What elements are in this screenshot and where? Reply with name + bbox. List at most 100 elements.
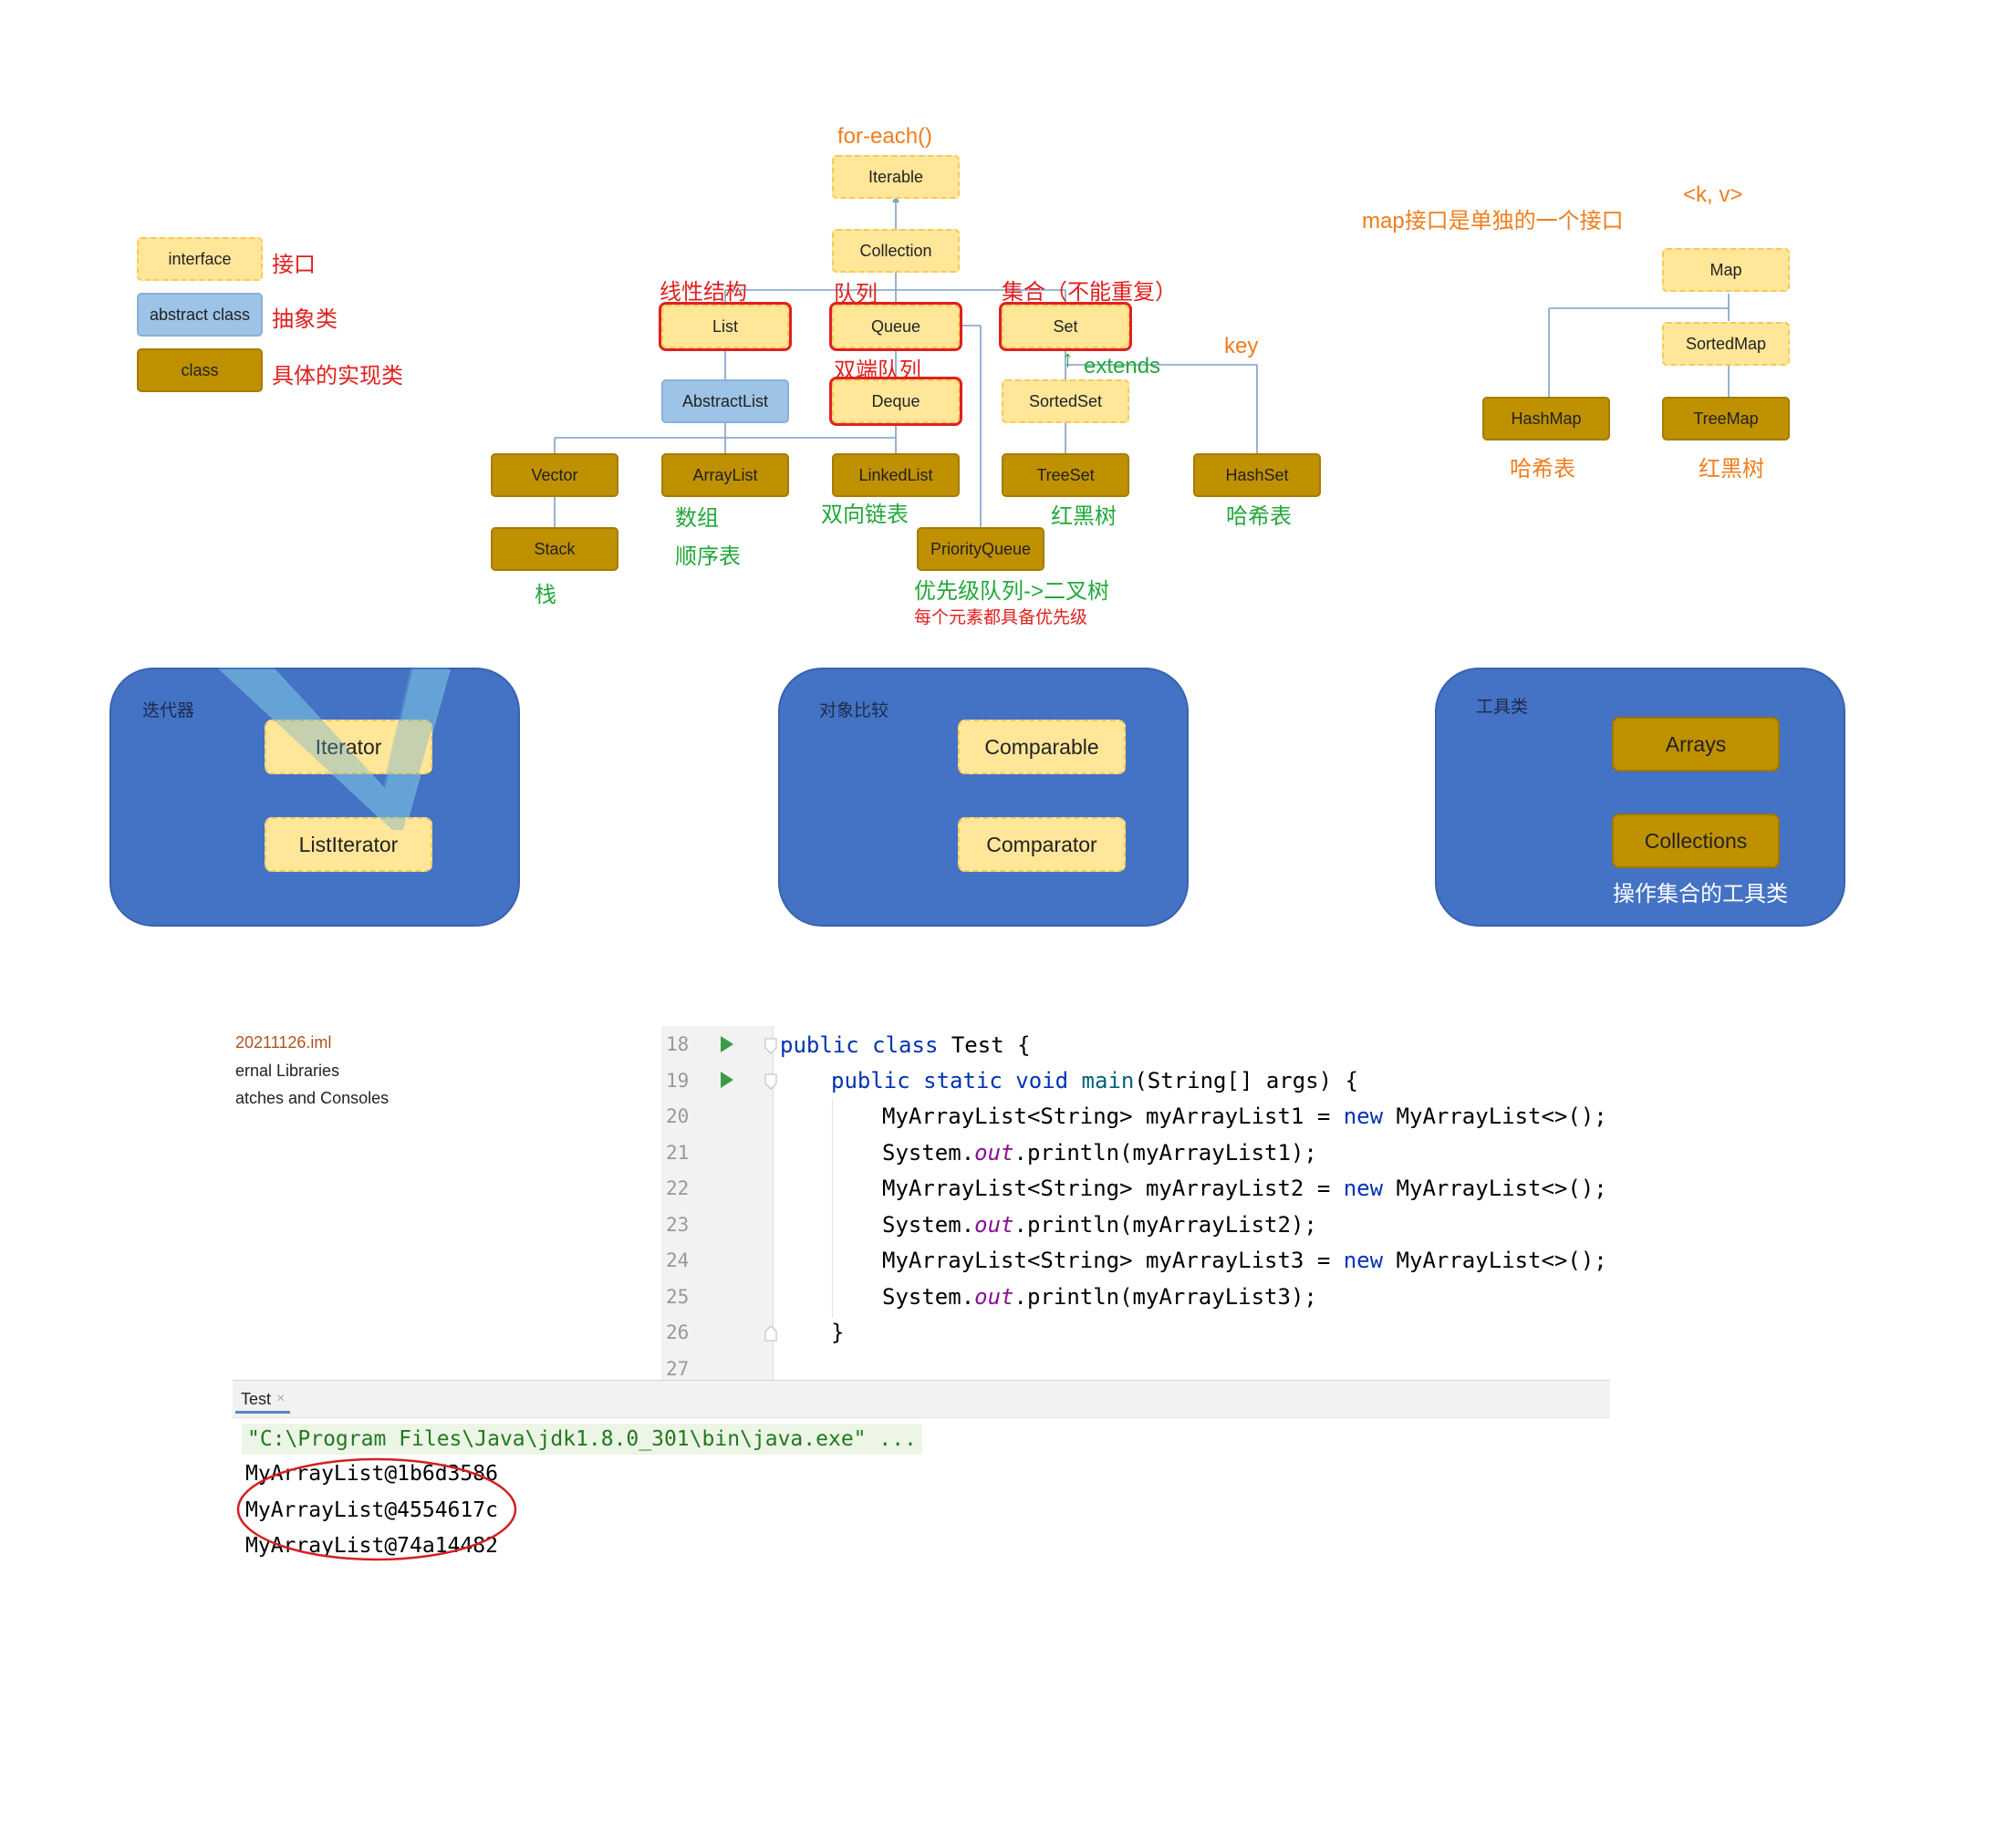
code-line-26[interactable]: } (831, 1320, 845, 1345)
static-field: out (974, 1140, 1014, 1166)
set-node: Set (999, 302, 1132, 351)
code-text: MyArrayList<>(); (1383, 1176, 1607, 1201)
for-each-annotation: for-each() (837, 124, 933, 149)
hash-set-node: HashSet (1193, 453, 1321, 497)
static-field: out (974, 1212, 1014, 1238)
run-tab-label: Test (241, 1389, 272, 1408)
line-number: 26 (666, 1321, 690, 1343)
run-main-icon[interactable] (719, 1070, 735, 1090)
priority-annotation: 优先级队列->二叉树 (914, 579, 1110, 604)
doubly-linked-annotation: 双向链表 (821, 503, 909, 527)
set-annotation: 集合（不能重复） (1002, 280, 1177, 305)
sorted-set-node: SortedSet (1002, 379, 1129, 423)
legend-class-box: class (137, 348, 263, 392)
keyword: new (1343, 1176, 1384, 1201)
tree-map-node: TreeMap (1662, 397, 1790, 440)
hash-map-node: HashMap (1482, 397, 1610, 440)
code-line-18[interactable]: public class Test { (780, 1032, 1031, 1058)
fold-icon[interactable] (764, 1038, 777, 1054)
fold-end-icon[interactable] (764, 1325, 777, 1342)
run-tab-bar (233, 1380, 1610, 1418)
code-line-20[interactable]: MyArrayList<String> myArrayList1 = new M… (882, 1104, 1607, 1129)
code-text: System. (882, 1284, 975, 1310)
queue-node: Queue (829, 302, 962, 351)
line-number: 27 (666, 1358, 690, 1380)
code-line-25[interactable]: System.out.println(myArrayList3); (882, 1284, 1317, 1310)
map-note: map接口是单独的一个接口 (1362, 209, 1624, 233)
line-number: 20 (666, 1105, 690, 1127)
line-number: 19 (666, 1070, 690, 1092)
code-text: System. (882, 1140, 975, 1166)
code-text: .println(myArrayList1); (1013, 1140, 1317, 1166)
compare-panel-title: 对象比较 (819, 701, 889, 720)
tree-item-libraries[interactable]: ernal Libraries (235, 1062, 340, 1080)
code-text: System. (882, 1212, 975, 1238)
tree-set-node: TreeSet (1002, 453, 1129, 497)
stack-annotation: 栈 (535, 583, 556, 607)
tools-desc: 操作集合的工具类 (1613, 882, 1788, 907)
keyword: public class (780, 1032, 939, 1058)
priority-queue-node: PriorityQueue (917, 527, 1044, 571)
stack-node: Stack (491, 527, 618, 571)
iterator-overlay (217, 668, 449, 830)
list-iterator-box: ListIterator (265, 817, 432, 872)
arrays-box: Arrays (1612, 717, 1780, 772)
method-name: main (1081, 1068, 1135, 1093)
code-line-24[interactable]: MyArrayList<String> myArrayList3 = new M… (882, 1248, 1607, 1273)
line-number: 24 (666, 1249, 690, 1271)
legend-interface-box: interface (137, 237, 263, 281)
code-line-19[interactable]: public static void main(String[] args) { (831, 1068, 1358, 1093)
collection-node: Collection (832, 229, 960, 273)
iterator-box: Iterator (265, 720, 432, 774)
array-list-node: ArrayList (661, 453, 789, 497)
close-icon[interactable]: × (276, 1391, 286, 1406)
vector-node: Vector (491, 453, 618, 497)
console-output-line: MyArrayList@74a14482 (245, 1534, 498, 1558)
tree-map-desc: 红黑树 (1699, 457, 1764, 482)
code-text: MyArrayList<String> myArrayList3 = (882, 1248, 1344, 1273)
fold-icon[interactable] (764, 1073, 777, 1090)
hash-map-desc: 哈希表 (1510, 457, 1575, 482)
keyword: public static void (831, 1068, 1069, 1093)
legend-abstract-box: abstract class (137, 293, 263, 337)
tools-panel-title: 工具类 (1476, 698, 1529, 717)
code-text: MyArrayList<String> myArrayList1 = (882, 1104, 1344, 1129)
iterable-node: Iterable (832, 155, 960, 199)
abstract-list-node: AbstractList (661, 379, 789, 423)
gutter-separator (773, 1026, 774, 1380)
deque-node: Deque (829, 377, 962, 426)
sequence-annotation: 顺序表 (675, 544, 741, 569)
keyword: new (1343, 1104, 1384, 1129)
linear-structure-annotation: 线性结构 (660, 280, 747, 305)
map-node: Map (1662, 248, 1790, 292)
kv-annotation: <k, v> (1683, 182, 1743, 207)
compare-panel (778, 668, 1189, 927)
line-number: 25 (666, 1286, 690, 1308)
line-number: 21 (666, 1142, 690, 1164)
code-text: (String[] args) { (1134, 1068, 1358, 1093)
code-text: Test { (938, 1032, 1031, 1058)
code-line-22[interactable]: MyArrayList<String> myArrayList2 = new M… (882, 1176, 1607, 1201)
tree-set-annotation: 红黑树 (1051, 504, 1117, 529)
tree-item-scratches[interactable]: atches and Consoles (235, 1089, 390, 1107)
run-class-icon[interactable] (719, 1034, 735, 1054)
code-text: MyArrayList<>(); (1383, 1248, 1607, 1273)
array-annotation: 数组 (675, 506, 719, 531)
extends-arrow: ↑ (1062, 345, 1074, 372)
run-tab[interactable]: Test × (235, 1387, 291, 1414)
console-output-line: MyArrayList@4554617c (245, 1498, 498, 1522)
comparable-box: Comparable (958, 720, 1126, 774)
deque-annotation: 双端队列 (834, 358, 921, 383)
tree-item-iml[interactable]: 20211126.iml (235, 1033, 332, 1052)
list-node: List (659, 302, 792, 351)
keyword: new (1343, 1248, 1384, 1273)
code-line-21[interactable]: System.out.println(myArrayList1); (882, 1140, 1317, 1166)
legend-class-desc: 具体的实现类 (272, 364, 403, 389)
iterator-panel-title: 迭代器 (142, 701, 195, 720)
priority-note: 每个元素都具备优先级 (914, 608, 1088, 627)
code-text: .println(myArrayList3); (1013, 1284, 1317, 1310)
indent-guide (832, 1099, 833, 1318)
console-output-line: MyArrayList@1b6d3586 (245, 1462, 498, 1486)
code-line-23[interactable]: System.out.println(myArrayList2); (882, 1212, 1317, 1238)
